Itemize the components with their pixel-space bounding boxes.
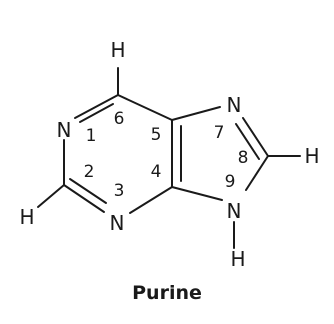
position-number-3: 3 <box>114 181 125 201</box>
position-number-2: 2 <box>84 162 95 182</box>
position-number-1: 1 <box>86 126 97 146</box>
bond-c6-n1-double <box>79 103 114 123</box>
bond-c2-h <box>37 184 65 208</box>
atom-n3: N <box>110 211 125 235</box>
bond-c2-n3-double <box>69 178 107 204</box>
bond-n7-c8-double <box>235 123 260 160</box>
molecule-name-caption: Purine <box>132 282 202 304</box>
atom-n7: N <box>227 93 242 117</box>
bond-n7-c8 <box>242 117 269 157</box>
atom-n9: N <box>227 199 242 223</box>
bond-n3-c4 <box>129 186 173 214</box>
bond-c6-n1 <box>74 94 119 119</box>
bond-c5-n7 <box>171 106 221 121</box>
atom-h-top: H <box>110 38 125 62</box>
atom-n1: N <box>57 118 72 142</box>
bond-n9-c4 <box>171 186 223 201</box>
atom-h-right: H <box>304 144 319 168</box>
position-number-4: 4 <box>151 162 162 182</box>
bond-c2-n3 <box>63 184 105 213</box>
position-number-6: 6 <box>114 109 125 129</box>
position-number-7: 7 <box>214 123 225 143</box>
bond-c8-n9 <box>245 155 269 191</box>
bond-c5-c6 <box>117 94 173 121</box>
position-number-8: 8 <box>238 148 249 168</box>
position-number-5: 5 <box>151 125 162 145</box>
position-number-9: 9 <box>225 172 236 192</box>
atom-h-left: H <box>19 205 34 229</box>
atom-h-bottom: H <box>230 247 245 271</box>
